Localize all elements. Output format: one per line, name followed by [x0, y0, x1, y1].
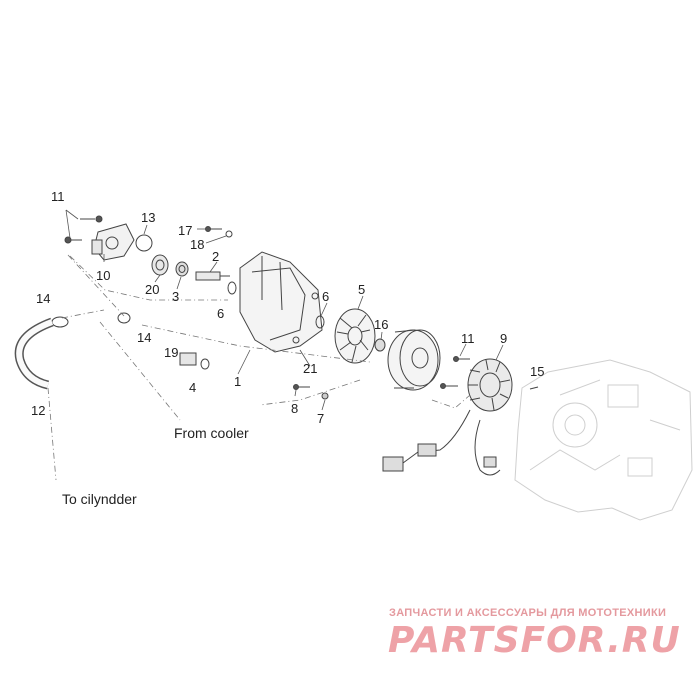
callout-16: 16 [374, 317, 389, 332]
screws-lower [293, 356, 539, 400]
callout-2: 2 [212, 249, 220, 264]
callout-6: 6 [217, 306, 225, 321]
callout-14: 14 [137, 330, 152, 345]
callout-3: 3 [172, 289, 180, 304]
callout-4: 4 [189, 380, 197, 395]
nut-16 [374, 338, 386, 352]
callout-21: 21 [303, 361, 318, 376]
flywheel [387, 329, 441, 391]
callout-20: 20 [145, 282, 160, 297]
fan-5 [334, 308, 376, 364]
pump-cover-part [91, 223, 135, 261]
watermark-tagline: ЗАПЧАСТИ И АКСЕССУАРЫ ДЛЯ МОТОТЕХНИКИ [389, 607, 667, 619]
watermark-logo: PARTSFOR.RU [388, 620, 681, 661]
callout-1: 1 [234, 374, 242, 389]
stator-9 [382, 358, 513, 476]
callout-9: 9 [500, 331, 508, 346]
callout-19: 19 [164, 345, 179, 360]
callout-17: 17 [178, 223, 193, 238]
screws-11 [64, 215, 103, 244]
callout-15: 15 [530, 364, 545, 379]
callout-5: 5 [358, 282, 366, 297]
callout-6: 6 [322, 289, 330, 304]
fitting-19 [179, 352, 210, 370]
washer-6 [227, 281, 237, 295]
callout-11: 11 [461, 331, 475, 346]
hose-12-inner [16, 319, 54, 388]
callout-7: 7 [317, 411, 325, 426]
gasket-13 [135, 234, 153, 252]
clips-14 [51, 312, 131, 328]
assembly-dashed-lines [47, 254, 471, 481]
callout-14: 14 [36, 291, 51, 306]
callout-8: 8 [291, 401, 299, 416]
callout-12: 12 [31, 403, 46, 418]
callout-10: 10 [96, 268, 111, 283]
callout-11: 11 [51, 189, 65, 204]
washer-6b [315, 315, 325, 329]
caption-from-cooler: From cooler [174, 425, 249, 441]
impeller-bearing [151, 254, 189, 277]
callout-13: 13 [141, 210, 156, 225]
screws-17-18 [205, 226, 233, 238]
crankcase-drawing [514, 359, 693, 521]
crank-cover-1 [239, 251, 323, 353]
caption-to-cylinder: To cilyndder [62, 491, 137, 507]
callout-18: 18 [190, 237, 205, 252]
leader-lines [65, 209, 504, 411]
shaft-2 [195, 271, 230, 281]
